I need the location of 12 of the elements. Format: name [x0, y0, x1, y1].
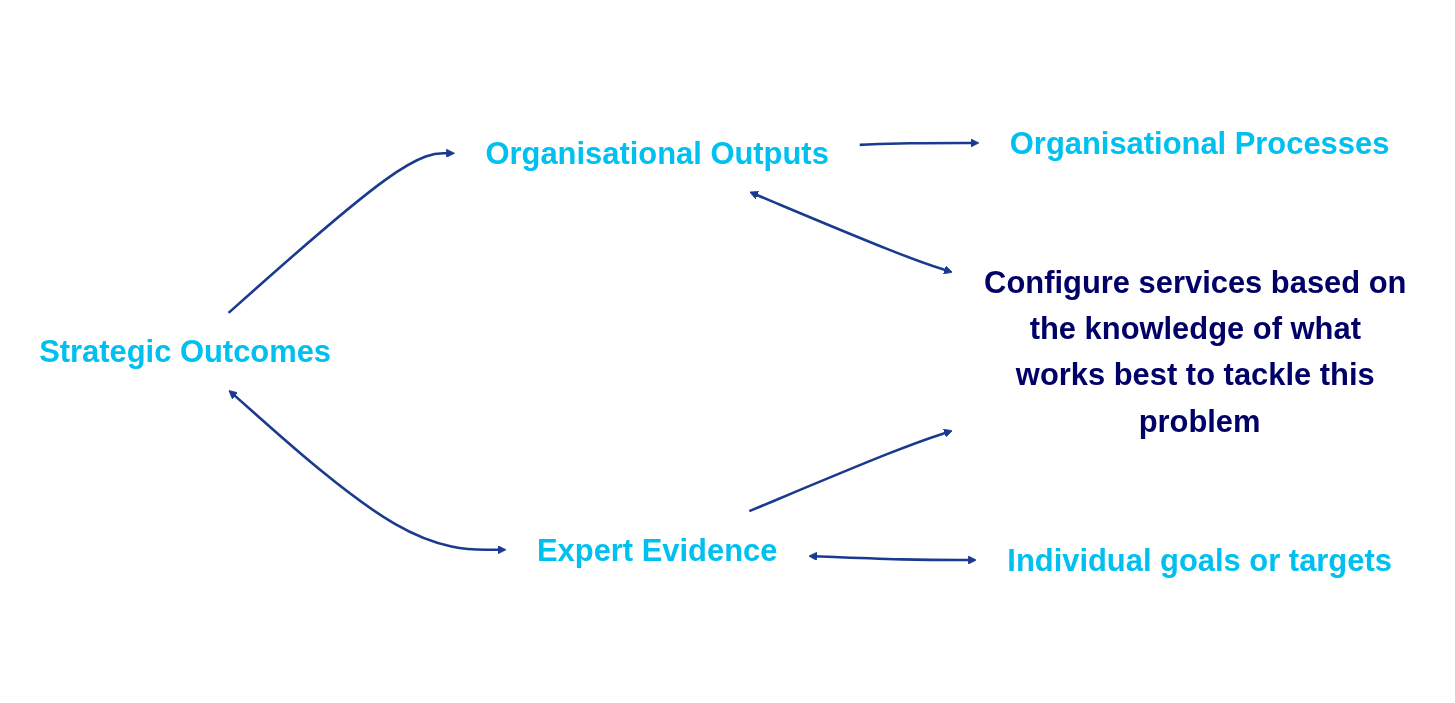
arrow — [749, 191, 953, 275]
arrow — [859, 138, 980, 148]
node-text: Configure services based on the knowledge of what works best to tackle this problem — [984, 264, 1407, 439]
arrow — [228, 390, 507, 555]
node-text: Strategic Outcomes — [39, 334, 332, 369]
arrow — [748, 428, 953, 513]
arrow — [227, 148, 456, 314]
arrow — [808, 551, 977, 565]
node-text: Expert Evidence — [536, 532, 778, 567]
node-text: Organisational Processes — [1009, 125, 1390, 160]
node-text: Organisational Outputs — [485, 136, 829, 171]
node-text: Individual goals or targets — [1007, 543, 1392, 578]
